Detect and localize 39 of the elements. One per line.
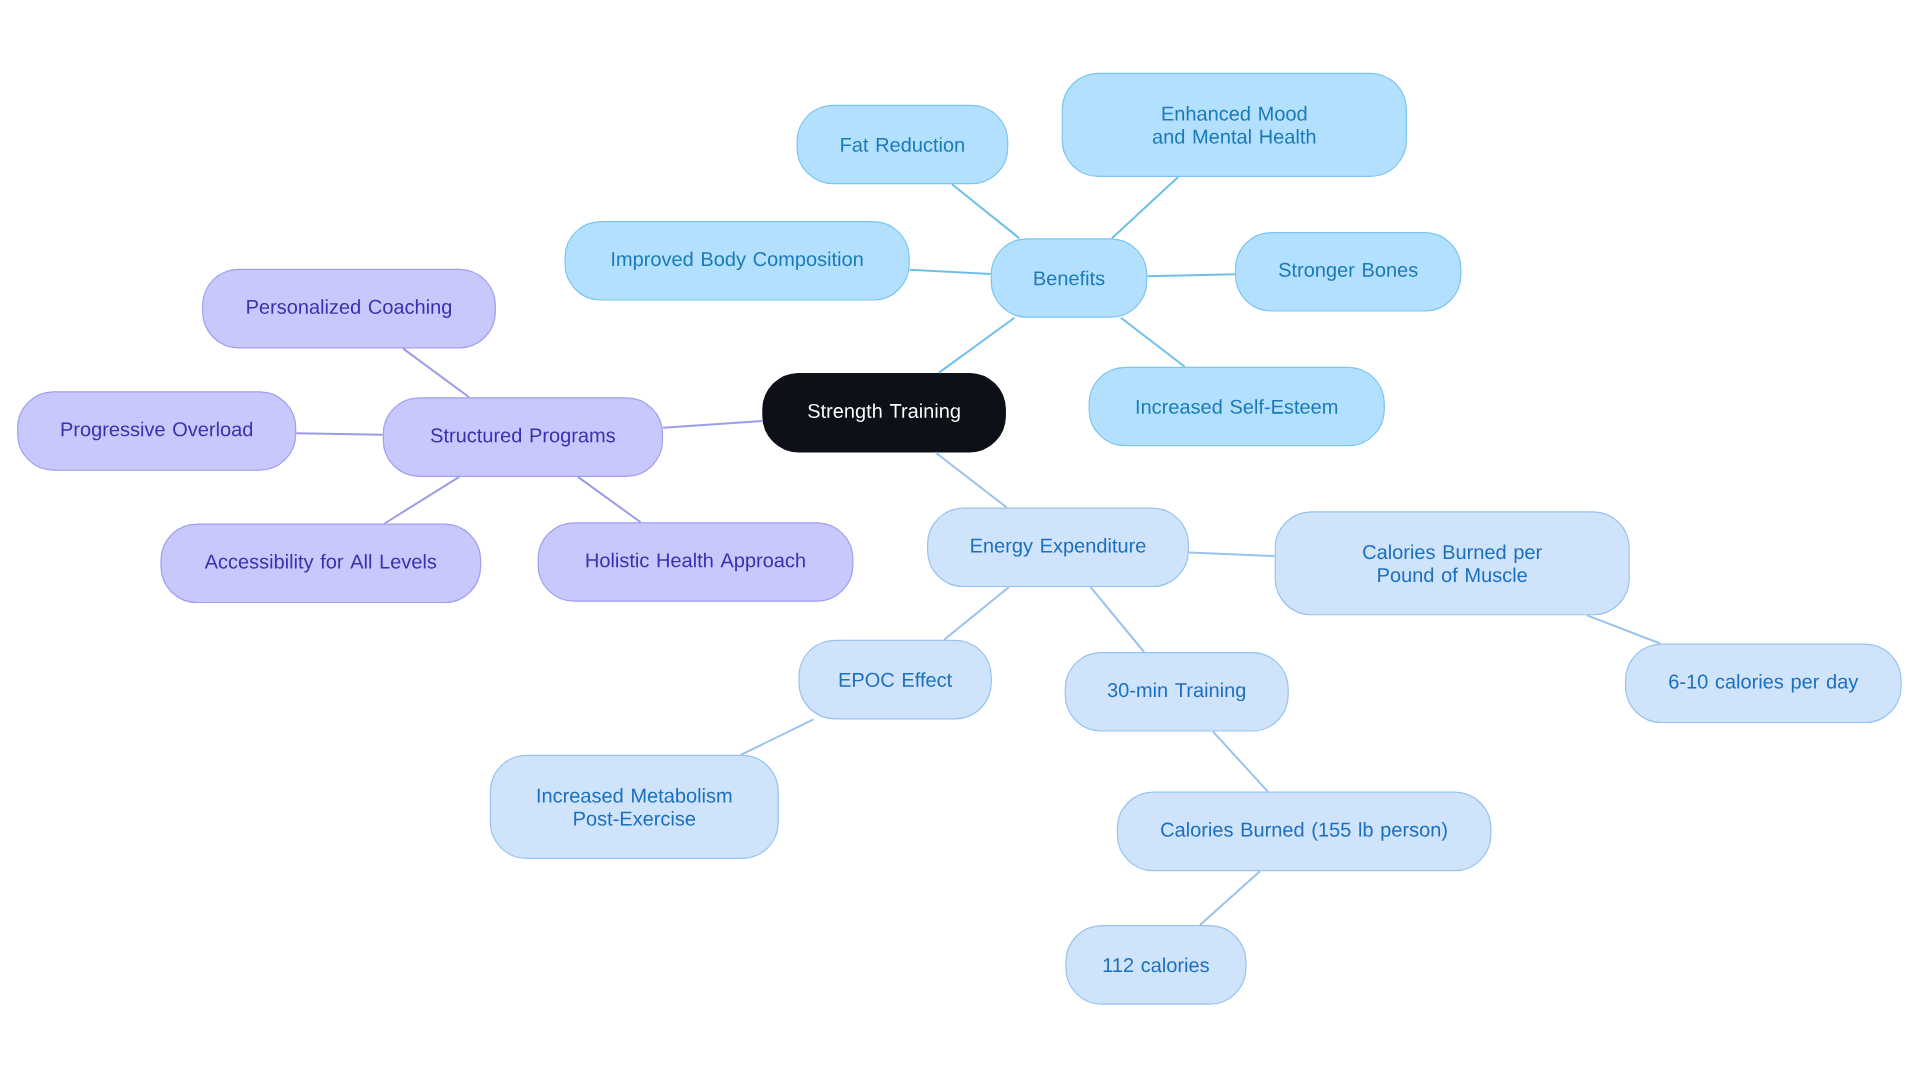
connector-line — [937, 316, 1016, 374]
connector-line — [951, 183, 1021, 240]
topic-box: Personalized Coaching — [202, 268, 496, 349]
topic-box: Holistic Health Approach — [537, 522, 854, 602]
connector-line — [1586, 614, 1662, 645]
topic-box: Energy Expenditure — [927, 507, 1189, 588]
connector-line — [401, 347, 471, 399]
connector-line — [383, 475, 461, 525]
connector-line — [1119, 316, 1186, 368]
topic-box: 6-10 calories per day — [1624, 643, 1902, 724]
connector-line — [739, 718, 815, 756]
topic-box: Accessibility for All Levels — [160, 523, 482, 604]
topic-box: Improved Body Composition — [564, 221, 910, 301]
topic-box: Fat Reduction — [796, 104, 1009, 185]
topic-box: Progressive Overload — [17, 391, 297, 471]
connector-line — [1110, 175, 1180, 240]
topic-box: 30-min Training — [1064, 652, 1289, 732]
connector-line — [1199, 870, 1261, 927]
topic-box: Stronger Bones — [1234, 232, 1462, 312]
topic-box: Enhanced Mood and Mental Health — [1061, 72, 1407, 177]
connector-line — [1146, 273, 1236, 278]
topic-box: EPOC Effect — [798, 639, 992, 720]
connector-line — [295, 432, 384, 436]
topic-box: Structured Programs — [382, 397, 664, 477]
connector-line — [1089, 586, 1146, 653]
connector-line — [943, 586, 1011, 641]
root-node: Strength Training — [762, 372, 1006, 453]
topic-box: Benefits — [990, 238, 1148, 318]
connector-line — [908, 268, 992, 275]
connector-line — [934, 451, 1008, 509]
topic-box: Increased Metabolism Post-Exercise — [489, 754, 779, 859]
topic-box: Calories Burned per Pound of Muscle — [1274, 511, 1630, 616]
topic-box: Calories Burned (155 lb person) — [1116, 791, 1492, 872]
topic-box: Increased Self-Esteem — [1088, 366, 1385, 447]
connector-line — [1212, 730, 1269, 793]
connector-line — [662, 419, 764, 429]
connector-line — [1188, 551, 1276, 558]
topic-box: 112 calories — [1065, 925, 1247, 1005]
connector-line — [576, 475, 642, 524]
